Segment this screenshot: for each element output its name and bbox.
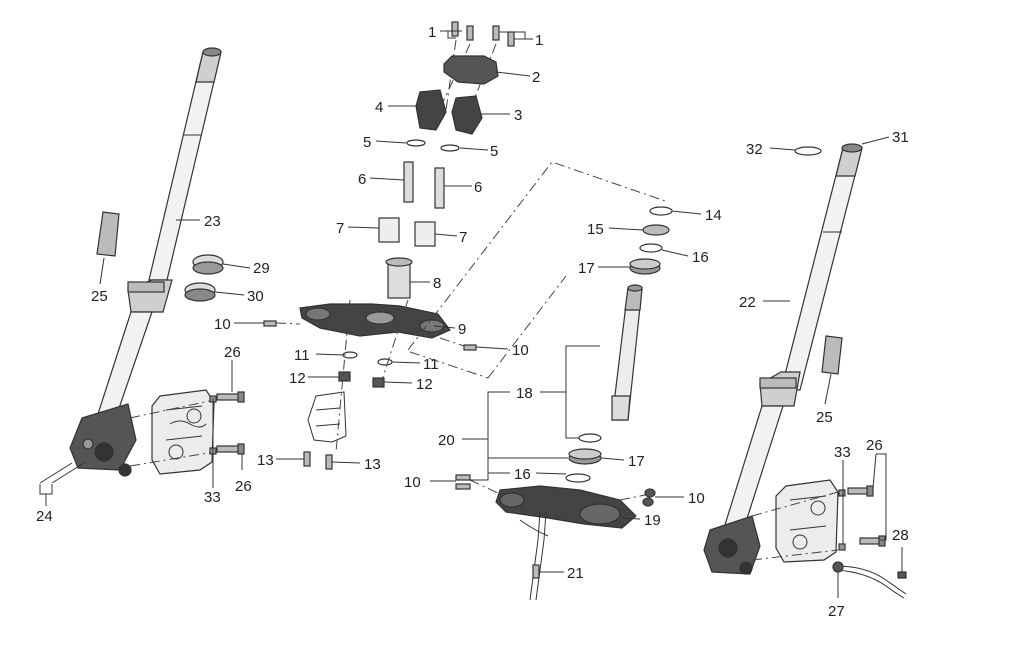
callout-11: 11 [423,356,439,373]
oring-32 [794,146,822,156]
callout-24: 24 [36,508,53,525]
callout-17: 17 [628,453,645,470]
callout-21: 21 [567,565,584,582]
caliper-bolts-right [838,485,886,551]
callout-16: 16 [692,249,709,266]
callout-13: 13 [364,456,381,473]
callout-10: 10 [512,342,529,359]
callout-3: 3 [514,107,522,124]
handlebar-right [451,95,483,135]
callout-16: 16 [514,466,531,483]
leader-lines [39,30,903,598]
handlebar-top-clamp [443,55,499,85]
callout-1: 1 [428,24,436,41]
callout-6: 6 [474,179,482,196]
clamp-insert-left [96,211,120,257]
callout-28: 28 [892,527,909,544]
callout-12: 12 [289,370,306,387]
right-brake-caliper [775,479,839,563]
callout-5: 5 [490,143,498,160]
callout-29: 29 [253,260,270,277]
callout-labels: 1 1 2 3 4 5 5 6 6 7 7 8 9 10 10 10 10 11… [36,24,909,620]
callout-32: 32 [746,141,763,158]
callout-25: 25 [816,409,833,426]
callout-18: 18 [516,385,533,402]
steering-stem-nut [385,257,413,299]
callout-8: 8 [433,275,441,292]
callout-2: 2 [532,69,540,86]
callout-19: 19 [644,512,661,529]
callout-20: 20 [438,432,455,449]
steering-bearings [629,206,673,275]
callout-11: 11 [294,347,310,364]
lower-triple-clamp [495,485,637,529]
callout-25: 25 [91,288,108,305]
callout-33: 33 [204,489,221,506]
callout-22: 22 [739,294,756,311]
callout-10: 10 [404,474,421,491]
callout-26: 26 [224,344,241,361]
callout-12: 12 [416,376,433,393]
callout-15: 15 [587,221,604,238]
callout-1: 1 [535,32,543,49]
callout-5: 5 [363,134,371,151]
callout-13: 13 [257,452,274,469]
callout-27: 27 [828,603,845,620]
callout-26: 26 [235,478,252,495]
caliper-bolts-left [209,391,245,455]
callout-33: 33 [834,444,851,461]
callout-10: 10 [214,316,231,333]
handlebar-bolts [451,21,515,47]
left-brake-caliper [151,389,215,475]
callout-30: 30 [247,288,264,305]
callout-4: 4 [375,99,383,116]
callout-14: 14 [705,207,722,224]
steering-stem [611,284,643,421]
callout-10: 10 [688,490,705,507]
callout-7: 7 [459,229,467,246]
callout-6: 6 [358,171,366,188]
callout-23: 23 [204,213,221,230]
left-fork-leg [39,47,222,484]
callout-9: 9 [458,321,466,338]
ignition-lock [307,391,347,443]
callout-17: 17 [578,260,595,277]
callout-26: 26 [866,437,883,454]
callout-7: 7 [336,220,344,237]
clamp-insert-right [821,335,843,375]
upper-triple-clamp [299,303,451,339]
seal-rings-left [184,254,224,302]
right-fork-leg [703,143,863,575]
handlebar-left [415,89,447,131]
callout-31: 31 [892,129,909,146]
